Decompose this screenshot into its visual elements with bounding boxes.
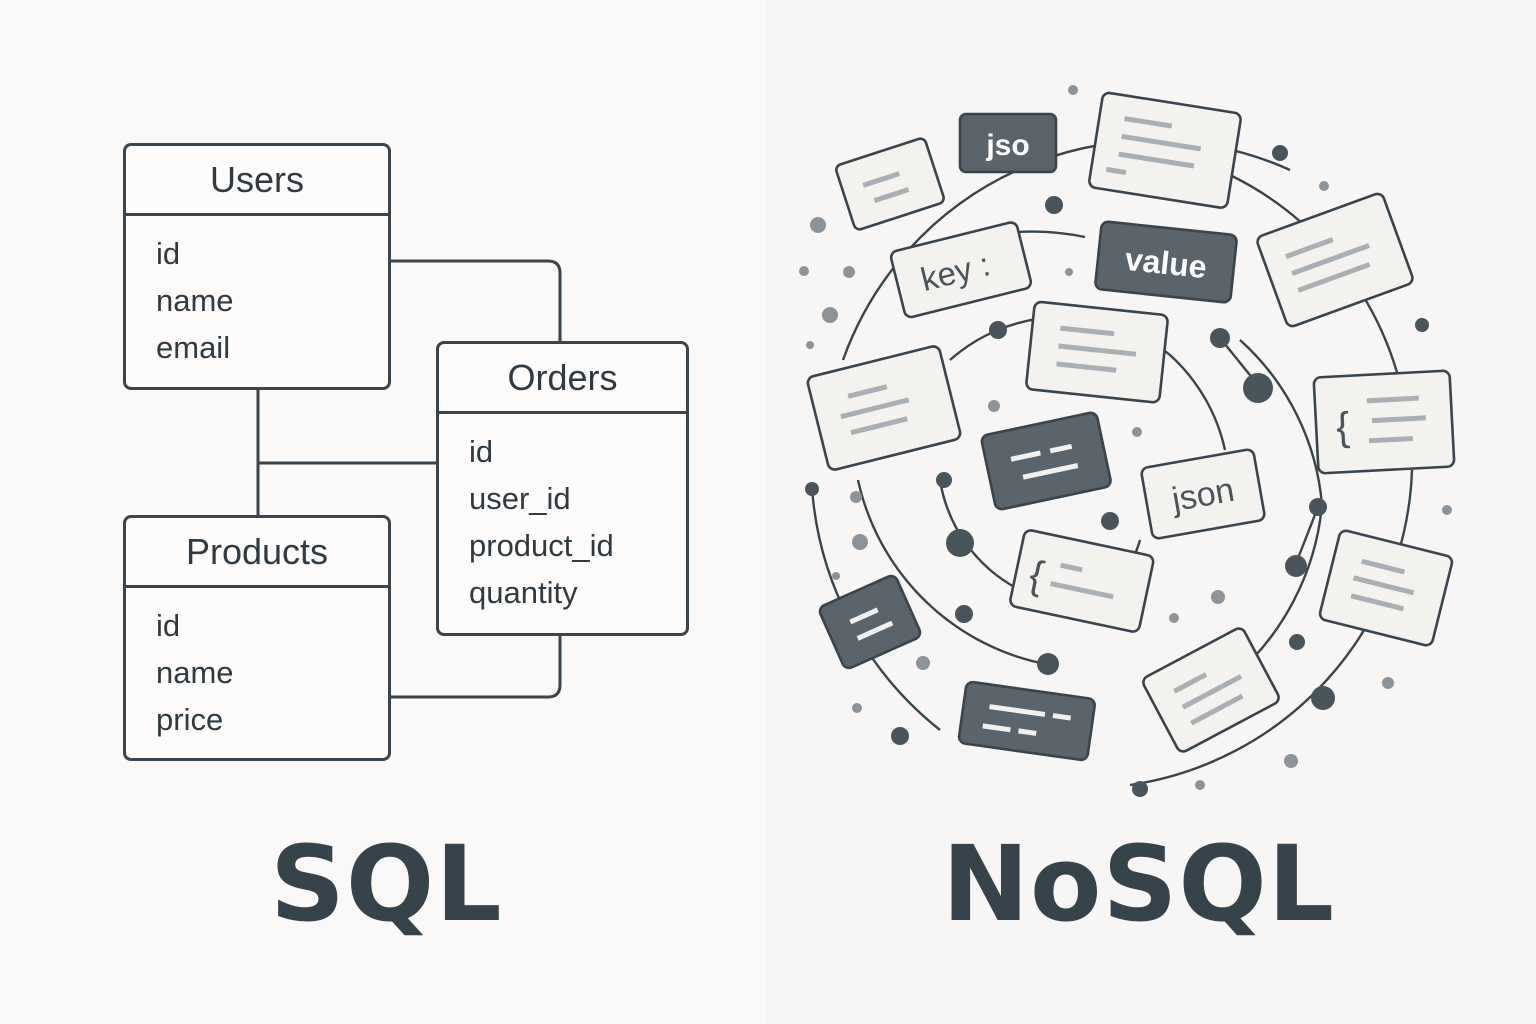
node-dot xyxy=(1101,512,1119,530)
node-dot xyxy=(1037,653,1059,675)
document-cards: jso key : value xyxy=(806,91,1456,762)
node-dot xyxy=(955,605,973,623)
jso-label: jso xyxy=(985,129,1029,162)
sql-title: SQL xyxy=(270,823,503,945)
scatter-dot xyxy=(852,534,868,550)
field: price xyxy=(156,702,224,737)
json-card: json xyxy=(1140,448,1266,540)
doc-card-light xyxy=(835,137,945,231)
field: name xyxy=(156,283,234,318)
field: product_id xyxy=(469,528,614,563)
orbit-arc xyxy=(1169,354,1227,451)
doc-card-light xyxy=(1142,627,1280,753)
nosql-panel: jso key : value xyxy=(766,0,1536,1024)
doc-card-light xyxy=(1088,91,1242,209)
scatter-dot xyxy=(843,266,855,278)
node-dot xyxy=(1309,498,1327,516)
doc-card-dark xyxy=(980,411,1112,511)
field: id xyxy=(156,608,181,643)
value-card: value xyxy=(1094,220,1238,304)
scatter-dot xyxy=(810,217,826,233)
nosql-title: NoSQL xyxy=(942,823,1336,945)
node-dot xyxy=(1285,555,1307,577)
node-dot xyxy=(1045,196,1063,214)
table-title: Users xyxy=(126,146,388,216)
json-dark-card: jso xyxy=(958,112,1058,174)
value-label: value xyxy=(1123,241,1208,285)
orbit-arc xyxy=(1129,469,1414,787)
table-title: Products xyxy=(126,518,388,588)
users-orders-connector xyxy=(390,259,562,342)
doc-card-light xyxy=(1318,529,1454,647)
scatter-dot xyxy=(988,400,1000,412)
products-orders-connector xyxy=(390,635,562,699)
orbit-arc xyxy=(856,479,1051,667)
products-table: Products id name price xyxy=(123,515,391,761)
node-dot xyxy=(1415,318,1429,332)
node-dot xyxy=(1311,686,1335,710)
scatter-dot xyxy=(1442,505,1452,515)
scatter-dot xyxy=(1065,268,1073,276)
node-dot xyxy=(1210,328,1230,348)
scatter-dot xyxy=(1068,85,1078,95)
scatter-dot xyxy=(806,341,814,349)
scatter-dot xyxy=(822,307,838,323)
field: id xyxy=(156,236,181,271)
key-card: key : xyxy=(889,221,1033,319)
node-dot xyxy=(891,727,909,745)
scatter-dot xyxy=(1211,590,1225,604)
node-dot xyxy=(1289,634,1305,650)
doc-card-dark xyxy=(957,680,1096,762)
node-dot xyxy=(1132,781,1148,797)
node-dot xyxy=(989,321,1007,339)
scatter-dot xyxy=(1195,780,1205,790)
scatter-dot xyxy=(1284,754,1298,768)
node-dot xyxy=(1272,145,1288,161)
field: user_id xyxy=(469,481,571,516)
field: id xyxy=(469,434,494,469)
relationship-lines xyxy=(256,259,562,699)
node-dot xyxy=(805,482,819,496)
table-title: Orders xyxy=(439,344,686,414)
doc-card-light xyxy=(806,345,962,471)
doc-card-light xyxy=(1025,300,1169,404)
scatter-dot xyxy=(850,491,862,503)
orders-table: Orders id user_id product_id quantity xyxy=(436,341,689,636)
nosql-cloud: jso key : value xyxy=(799,85,1456,797)
scatter-dot xyxy=(852,703,862,713)
scatter-dot xyxy=(916,656,930,670)
node-dot xyxy=(1243,373,1273,403)
orbit-arc xyxy=(1239,339,1324,506)
doc-card-dark xyxy=(818,574,922,670)
scatter-dot xyxy=(1169,613,1179,623)
brace-doc-card: { xyxy=(1009,529,1155,633)
node-dot xyxy=(946,529,974,557)
node-dot xyxy=(936,472,952,488)
field: email xyxy=(156,330,231,365)
field: name xyxy=(156,655,234,690)
doc-card-light xyxy=(1256,192,1414,328)
scatter-dot xyxy=(832,572,840,580)
users-table: Users id name email xyxy=(123,143,391,390)
scatter-dots xyxy=(799,85,1452,790)
scatter-dot xyxy=(1382,677,1394,689)
field: quantity xyxy=(469,575,578,610)
scatter-dot xyxy=(1132,427,1142,437)
scatter-dot xyxy=(1319,181,1329,191)
nodes xyxy=(805,145,1429,797)
brace-card: { xyxy=(1312,369,1456,475)
sql-panel: Users id name email Orders id user_id pr… xyxy=(0,0,766,1024)
brace-label: { xyxy=(1335,405,1351,450)
scatter-dot xyxy=(799,266,809,276)
